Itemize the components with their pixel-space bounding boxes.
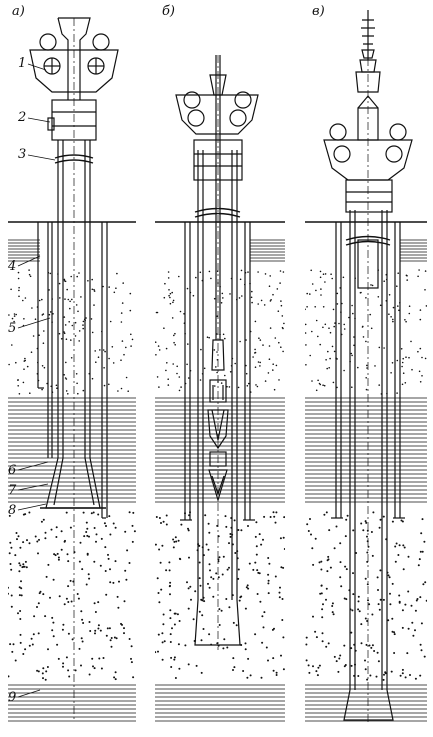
callout-7: 7 — [8, 483, 17, 498]
panel-v-diagram — [305, 10, 427, 725]
callout-9: 9 — [8, 690, 17, 705]
panel-label-a: а) — [12, 4, 25, 19]
callout-3: 3 — [18, 147, 27, 162]
callout-6: 6 — [8, 463, 17, 478]
callout-8: 8 — [8, 503, 17, 518]
panel-a-diagram — [8, 17, 136, 722]
panel-v-soil — [305, 239, 427, 722]
panel-b-diagram — [155, 55, 285, 722]
panel-label-v: в) — [312, 4, 325, 19]
callout-1: 1 — [18, 56, 27, 71]
callout-4: 4 — [8, 259, 17, 274]
panel-a-soil — [8, 239, 136, 722]
panel-label-b: б) — [162, 4, 176, 19]
callout-5: 5 — [8, 321, 17, 336]
callout-2: 2 — [18, 110, 27, 125]
